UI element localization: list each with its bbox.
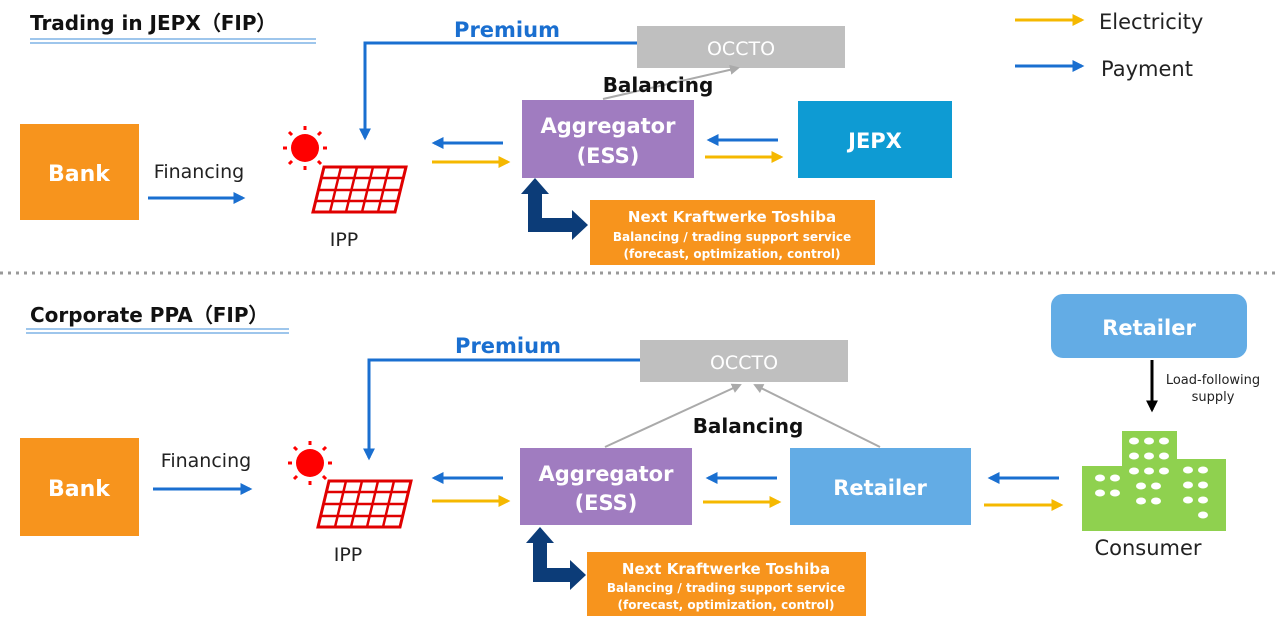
support-arrow [526, 527, 586, 590]
occto-label: OCCTO [707, 38, 775, 60]
building-icon [1082, 431, 1226, 531]
nkt-details: (forecast, optimization, control) [618, 598, 835, 612]
nkt-title: Next Kraftwerke Toshiba [628, 208, 836, 226]
balancing-arrow [604, 383, 742, 448]
aggregator-sublabel: (ESS) [575, 491, 638, 515]
retailer-label: Retailer [833, 476, 927, 500]
balancing-label: Balancing [693, 414, 804, 438]
financing-label: Financing [154, 161, 244, 183]
ipp-label: IPP [334, 544, 363, 566]
retailer-top-box [1051, 294, 1247, 358]
load-following-label: Load-following [1166, 373, 1260, 388]
consumer-label: Consumer [1094, 536, 1201, 560]
load-following-sublabel: supply [1192, 390, 1235, 405]
section-corporate-ppa: Corporate PPA（FIP） Premium OCCTO Balanci… [20, 294, 1260, 616]
premium-arrow [359, 41, 637, 141]
bank-label: Bank [48, 477, 111, 502]
nkt-title: Next Kraftwerke Toshiba [622, 560, 830, 578]
sun-icon [283, 126, 327, 170]
nkt-box [587, 552, 866, 616]
support-arrow [521, 178, 588, 240]
occto-box [637, 26, 845, 68]
aggregator-box [522, 100, 694, 178]
nkt-box [590, 200, 875, 265]
nkt-details: (forecast, optimization, control) [624, 247, 841, 261]
solar-panel-icon [311, 165, 408, 214]
aggregator-label: Aggregator [541, 114, 677, 138]
balancing-arrow [753, 384, 881, 448]
jepx-box [798, 101, 952, 178]
occto-label: OCCTO [710, 352, 778, 374]
retailer-box [790, 448, 971, 525]
section-title-jepx: Trading in JEPX（FIP） [30, 11, 277, 35]
premium-label: Premium [455, 334, 561, 358]
bank-box [20, 124, 139, 220]
legend: Electricity Payment [1015, 10, 1203, 81]
section-jepx: Trading in JEPX（FIP） Premium OCCTO Balan… [20, 11, 952, 265]
premium-arrow [363, 358, 640, 461]
nkt-service: Balancing / trading support service [607, 581, 845, 595]
balancing-arrow [602, 64, 740, 100]
occto-box [640, 340, 848, 382]
ipp-label: IPP [330, 229, 359, 251]
sun-icon [288, 441, 332, 485]
premium-label: Premium [454, 18, 560, 42]
financing-label: Financing [161, 450, 251, 472]
aggregator-sublabel: (ESS) [577, 144, 640, 168]
retailer-top-label: Retailer [1102, 316, 1196, 340]
jepx-label: JEPX [846, 129, 902, 153]
bank-label: Bank [48, 162, 111, 187]
section-title-ppa: Corporate PPA（FIP） [30, 303, 269, 327]
bank-box [20, 438, 139, 536]
legend-electricity-label: Electricity [1099, 10, 1203, 34]
aggregator-box [520, 448, 692, 525]
aggregator-label: Aggregator [539, 462, 675, 486]
balancing-label: Balancing [603, 73, 714, 97]
solar-panel-icon [316, 479, 413, 529]
nkt-service: Balancing / trading support service [613, 230, 851, 244]
legend-payment-label: Payment [1101, 57, 1193, 81]
